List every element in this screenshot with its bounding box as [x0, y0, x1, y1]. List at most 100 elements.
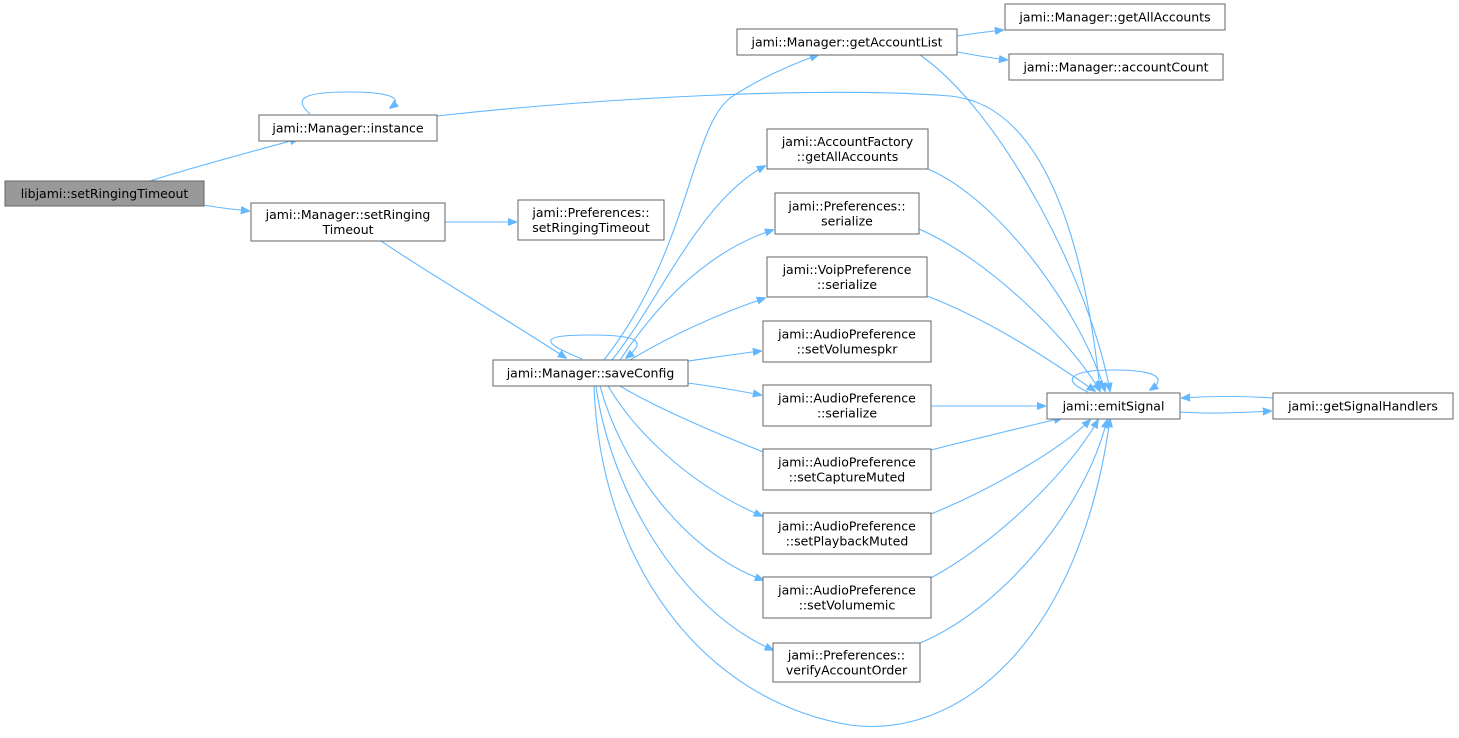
edge-saveConfig-to-getAccountList [603, 55, 818, 361]
edge-instance-to-instance [301, 91, 395, 115]
node-label: jami::Preferences:: [787, 648, 905, 663]
node-box [258, 114, 438, 142]
node-label: ::setCaptureMuted [789, 470, 905, 485]
edge-saveConfig-to-saveConfig [550, 334, 638, 360]
node-setPlaybackMuted[interactable]: jami::AudioPreference::setPlaybackMuted [762, 512, 932, 555]
edge-saveConfig-to-setPlaybackMuted [607, 385, 762, 516]
edge-verifyOrder-to-emitSignal [919, 420, 1107, 644]
edge-voipSerialize-to-emitSignal [926, 295, 1095, 391]
node-label: ::getAllAccounts [797, 149, 898, 164]
node-label: jami::Manager::getAllAccounts [1018, 10, 1210, 25]
edge-setVolumemic-to-emitSignal [930, 420, 1098, 579]
node-box [250, 202, 446, 242]
nodes-layer: libjami::setRingingTimeoutjami::Manager:… [4, 3, 1454, 683]
node-root[interactable]: libjami::setRingingTimeout [4, 180, 205, 207]
node-prefSerialize[interactable]: jami::Preferences::serialize [774, 192, 920, 235]
node-setCaptureMuted[interactable]: jami::AudioPreference::setCaptureMuted [762, 448, 932, 491]
node-label: jami::VoipPreference [782, 262, 912, 277]
node-emitSignal[interactable]: jami::emitSignal [1046, 392, 1181, 420]
node-label: jami::AudioPreference [777, 327, 916, 342]
edge-saveConfig-to-audioSerialize [687, 382, 761, 395]
node-label: jami::Preferences:: [787, 199, 905, 214]
edge-getAccountList-to-emitSignal [919, 54, 1110, 391]
edge-setRinging-to-saveConfig [380, 240, 566, 358]
node-box [774, 192, 920, 235]
node-box [492, 359, 689, 387]
node-label: Timeout [321, 222, 373, 237]
node-getSignalHandlers[interactable]: jami::getSignalHandlers [1272, 392, 1454, 420]
node-audioSerialize[interactable]: jami::AudioPreference::serialize [762, 384, 932, 427]
node-getAllAccounts[interactable]: jami::Manager::getAllAccounts [1004, 3, 1226, 31]
node-box [517, 199, 665, 241]
edge-saveConfig-to-prefSerialize [619, 230, 773, 361]
node-saveConfig[interactable]: jami::Manager::saveConfig [492, 359, 689, 387]
edge-root-to-setRinging [202, 204, 249, 211]
node-box [762, 448, 932, 491]
node-label: jami::AudioPreference [777, 455, 916, 470]
node-box [762, 384, 932, 427]
node-label: libjami::setRingingTimeout [21, 186, 189, 201]
node-box [762, 320, 932, 363]
node-box [1046, 392, 1181, 420]
node-box [1004, 3, 1226, 31]
edge-saveConfig-to-setVolumemic [599, 385, 763, 580]
node-label: setRingingTimeout [532, 220, 650, 235]
node-box [736, 28, 958, 56]
node-label: ::setVolumemic [799, 598, 896, 613]
node-label: jami::Manager::getAccountList [750, 35, 942, 50]
node-label: verifyAccountOrder [786, 663, 908, 678]
node-box [762, 512, 932, 555]
node-label: jami::Manager::accountCount [1022, 60, 1208, 75]
edge-factoryGetAll-to-emitSignal [927, 168, 1105, 391]
node-label: jami::Preferences:: [531, 205, 649, 220]
node-label: ::setVolumespkr [797, 342, 899, 357]
node-label: jami::getSignalHandlers [1287, 399, 1438, 414]
node-setVolumemic[interactable]: jami::AudioPreference::setVolumemic [762, 576, 932, 619]
node-label: jami::AudioPreference [777, 391, 916, 406]
node-label: jami::AudioPreference [777, 519, 916, 534]
edge-instance-to-emitSignal [436, 91, 1100, 389]
node-factoryGetAll[interactable]: jami::AccountFactory::getAllAccounts [766, 128, 929, 170]
node-accountCount[interactable]: jami::Manager::accountCount [1008, 53, 1224, 81]
node-label: jami::Manager::instance [271, 121, 423, 136]
edge-saveConfig-to-voipSerialize [629, 298, 765, 361]
edge-saveConfig-to-factoryGetAll [611, 166, 765, 361]
node-verifyOrder[interactable]: jami::Preferences::verifyAccountOrder [772, 642, 921, 683]
node-label: ::serialize [817, 406, 877, 421]
node-getAccountList[interactable]: jami::Manager::getAccountList [736, 28, 958, 56]
node-box [766, 128, 929, 170]
node-box [1008, 53, 1224, 81]
node-setRinging[interactable]: jami::Manager::setRingingTimeout [250, 202, 446, 242]
node-setVolumespkr[interactable]: jami::AudioPreference::setVolumespkr [762, 320, 932, 363]
node-instance[interactable]: jami::Manager::instance [258, 114, 438, 142]
edge-root-to-instance [149, 139, 298, 182]
edge-saveConfig-to-setCaptureMuted [619, 385, 771, 455]
edge-prefSerialize-to-emitSignal [918, 228, 1100, 391]
edge-getAccountList-to-accountCount [956, 51, 1007, 60]
node-label: ::serialize [817, 277, 877, 292]
node-voipSerialize[interactable]: jami::VoipPreference::serialize [766, 256, 928, 298]
node-box [766, 256, 928, 298]
edge-getSignalHandlers-to-emitSignal [1182, 397, 1274, 399]
node-box [1272, 392, 1454, 420]
node-label: serialize [821, 214, 873, 229]
edge-emitSignal-to-emitSignal [1071, 369, 1158, 393]
edges-layer [149, 30, 1274, 727]
edge-emitSignal-to-getSignalHandlers [1179, 411, 1271, 413]
node-box [4, 180, 205, 207]
edge-saveConfig-to-emitSignal [593, 385, 1110, 727]
node-label: jami::Manager::setRinging [265, 207, 431, 222]
node-box [762, 576, 932, 619]
node-label: ::setPlaybackMuted [786, 534, 909, 549]
edge-saveConfig-to-verifyOrder [595, 385, 773, 650]
node-label: jami::AudioPreference [777, 583, 916, 598]
node-label: jami::emitSignal [1062, 399, 1165, 414]
edge-saveConfig-to-setVolumespkr [687, 351, 761, 362]
node-prefSetRinging[interactable]: jami::Preferences::setRingingTimeout [517, 199, 665, 241]
node-label: jami::Manager::saveConfig [506, 366, 675, 381]
edge-setPlaybackMuted-to-emitSignal [930, 420, 1090, 515]
edge-getAccountList-to-getAllAccounts [956, 30, 1003, 37]
node-label: jami::AccountFactory [781, 134, 914, 149]
